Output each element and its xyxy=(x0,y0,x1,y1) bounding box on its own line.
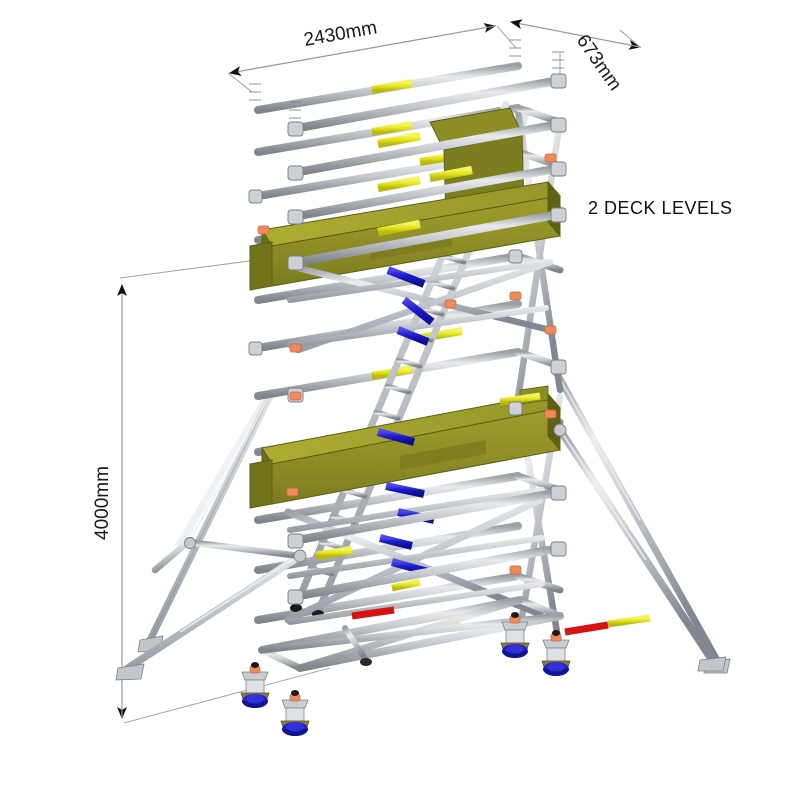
horizontal-guardrail xyxy=(293,119,565,177)
safety-clips xyxy=(257,153,557,575)
clip-orange xyxy=(289,391,302,401)
horizontal-guardrail xyxy=(293,543,565,601)
stabiliser-outrigger-front-right xyxy=(553,423,727,672)
horizontal-guardrail xyxy=(254,252,522,304)
clip-orange xyxy=(544,153,557,163)
couplers xyxy=(248,73,567,605)
diagonal-brace xyxy=(287,305,549,348)
clip-orange xyxy=(289,343,302,353)
clip-orange xyxy=(544,409,557,419)
horizontal-guardrail xyxy=(293,75,565,133)
horizontal-guardrail xyxy=(293,209,565,267)
horizontal-guardrail xyxy=(254,472,522,524)
dimension-height: 4000mm xyxy=(92,257,331,724)
brace-bands-red xyxy=(351,606,609,636)
diagonal-brace xyxy=(287,535,545,579)
dimension-height-label: 4000mm xyxy=(92,466,113,540)
clip-orange xyxy=(544,325,557,335)
guardrail-bands xyxy=(315,131,473,561)
clip-orange xyxy=(509,291,522,301)
diagonal-brace xyxy=(294,264,554,334)
front-guardrails xyxy=(293,75,565,601)
stabiliser-foot xyxy=(115,663,145,681)
horizontal-guardrail xyxy=(293,487,565,545)
horizontal-guardrail xyxy=(293,163,565,221)
deck-levels-note: 2 DECK LEVELS xyxy=(588,198,733,218)
clip-orange xyxy=(444,299,457,309)
diagonal-brace xyxy=(287,581,545,625)
stabiliser-outrigger-front-left xyxy=(115,537,307,681)
clip-orange xyxy=(509,565,522,575)
stabiliser-foot xyxy=(697,656,727,672)
clip-orange xyxy=(286,487,299,497)
clip-orange xyxy=(257,225,270,235)
stabiliser-brace xyxy=(184,538,304,560)
